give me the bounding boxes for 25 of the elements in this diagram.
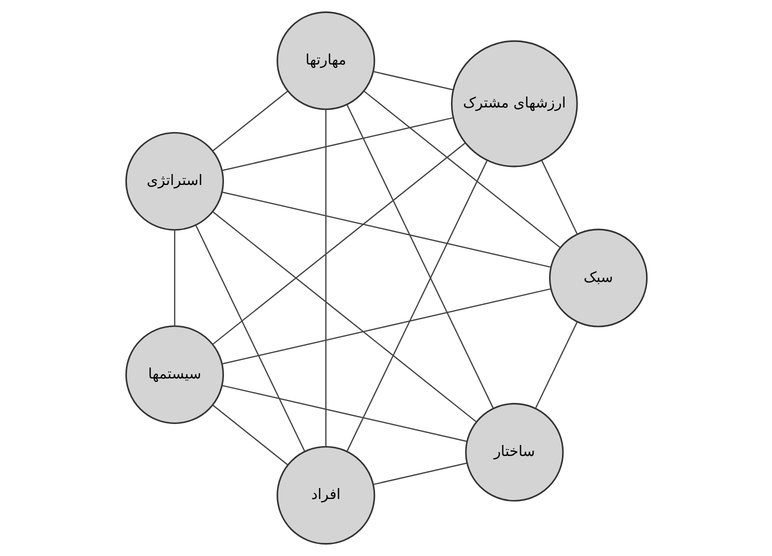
node-circle: ارزشهای مشترک (450, 40, 578, 168)
connector (346, 160, 488, 452)
node-circle: سیستمها (124, 325, 224, 424)
connector (212, 211, 476, 422)
connector (221, 288, 551, 364)
node-circle: مهارتها (276, 11, 375, 110)
node-circle: سبک (548, 228, 648, 328)
connector (194, 225, 305, 452)
connector (324, 109, 326, 447)
connector (534, 322, 578, 409)
connector (363, 90, 560, 248)
connector (222, 384, 466, 442)
connector (212, 90, 288, 152)
connector (346, 104, 494, 409)
connector (212, 142, 465, 345)
connector (221, 117, 453, 172)
connector (540, 160, 578, 234)
connector (174, 230, 175, 326)
connector (372, 462, 466, 486)
connector (212, 404, 288, 466)
node-circle: ساختار (464, 402, 564, 502)
node-circle: افراد (276, 446, 375, 545)
connector (372, 70, 453, 90)
connector (221, 192, 551, 268)
node-circle: استراتژی (124, 132, 224, 231)
